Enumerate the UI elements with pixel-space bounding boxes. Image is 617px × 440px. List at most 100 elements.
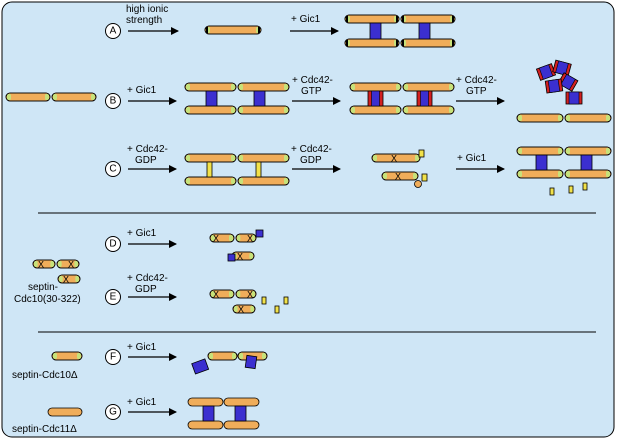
septin-rod-end	[566, 115, 570, 121]
septin-rod: X	[32, 260, 56, 270]
septin-rod-body	[349, 105, 402, 115]
septin-rod-end	[186, 84, 190, 90]
cdc42-gic1-complex	[535, 63, 557, 81]
septin-rod-outline	[209, 289, 235, 299]
septin-rod-end	[232, 353, 236, 359]
septin-rod-body	[237, 82, 290, 92]
cdc42-gic1-complex	[565, 91, 583, 105]
septin-rod	[564, 169, 612, 179]
septin-rod-end	[53, 353, 57, 359]
septin-rod-end	[186, 107, 190, 113]
septin-rod-body	[516, 146, 564, 156]
svg-text:G: G	[109, 407, 117, 418]
row-letter-g: G	[105, 404, 121, 420]
septin-rod-body	[564, 169, 612, 179]
septin-rod: X	[209, 289, 235, 300]
septin-rod-end	[186, 178, 190, 184]
septin-rod-outline	[209, 233, 235, 243]
septin-rod: X	[381, 172, 419, 182]
label-septin-cdc11-delta: septin-Cdc11Δ	[12, 424, 77, 435]
label-gic1-f: + Gic1	[127, 342, 157, 353]
septin-rod-end	[251, 235, 255, 241]
septin-rod-end	[449, 84, 453, 90]
x-mark: X	[213, 234, 219, 244]
gic1-block	[580, 154, 593, 171]
septin-rod-body	[204, 25, 262, 35]
septin-rod-end	[351, 84, 355, 90]
septin-rod-end	[231, 107, 235, 113]
septin-rod-body	[344, 38, 400, 48]
x-mark: X	[68, 260, 74, 270]
septin-rod-end	[237, 235, 241, 241]
septin-rod-end	[284, 84, 288, 90]
septin-rod-end	[239, 353, 243, 359]
septin-rod-outline	[232, 304, 256, 314]
row-letter-d: D	[105, 236, 121, 252]
septin-rod: X	[56, 259, 80, 270]
x-mark: X	[238, 305, 244, 315]
septin-rod	[184, 153, 237, 163]
label-gic1-a: + Gic1	[291, 14, 321, 25]
septin-rod-body	[51, 92, 97, 102]
septin-rod	[184, 176, 237, 186]
septin-rod-end	[558, 171, 562, 177]
septin-rod	[184, 105, 237, 115]
septin-rod-end	[606, 171, 610, 177]
septin-rod-end	[58, 261, 62, 267]
septin-rod-outline	[51, 92, 97, 102]
label-cdc42-gtp-b2: GTP	[301, 86, 322, 97]
row-letter-e: E	[105, 289, 121, 305]
x-mark: X	[63, 275, 69, 285]
septin-rod-end	[229, 235, 233, 241]
septin-rod: X	[232, 304, 256, 315]
septin-rod-end	[211, 291, 215, 297]
label-high-ionic-1: high ionic	[126, 4, 168, 15]
septin-rod-end	[231, 84, 235, 90]
septin-rod	[204, 25, 262, 35]
septin-rod	[51, 92, 97, 102]
septin-rod: X	[371, 154, 421, 164]
septin-rod-end	[250, 306, 254, 312]
septin-rod-outline	[56, 259, 80, 269]
septin-rod-outline	[564, 113, 612, 123]
cdc42-gdp-bridge	[255, 161, 262, 178]
septin-fragment	[414, 180, 422, 188]
label-gic1-g: + Gic1	[127, 397, 157, 408]
septin-rod	[237, 176, 290, 186]
septin-rod-end	[239, 107, 243, 113]
septin-rod-end	[518, 115, 522, 121]
septin-rod-end	[558, 148, 562, 154]
septin-rod-end	[249, 253, 253, 259]
septin-rod	[344, 14, 400, 24]
label-cdc42-gdp-c2: GDP	[135, 155, 157, 166]
label-gic1-b: + Gic1	[127, 85, 157, 96]
septin-rod-end	[34, 261, 38, 267]
svg-text:F: F	[110, 352, 116, 363]
septin-rod-end	[239, 84, 243, 90]
septin-rod: X	[235, 290, 257, 300]
gic1-block	[369, 22, 382, 40]
cdc42-gdp-fragment	[261, 296, 267, 305]
septin-rod	[184, 82, 237, 92]
septin-rod-body	[184, 82, 237, 92]
septin-rod-body	[5, 92, 51, 102]
septin-rod-end	[284, 107, 288, 113]
septin-rod-body	[184, 153, 237, 163]
septin-rod: X	[235, 234, 257, 244]
septin-rod-end	[566, 171, 570, 177]
septin-rod-end	[518, 148, 522, 154]
septin-rod	[237, 82, 290, 92]
septin-rod-body	[402, 82, 455, 92]
x-mark: X	[213, 290, 219, 300]
label-cdc42-gdp-c4: GDP	[300, 155, 322, 166]
septin-rod	[400, 14, 456, 24]
label-cdc42-gtp-b3: + Cdc42-	[456, 75, 497, 86]
septin-rod-body	[402, 105, 455, 115]
x-mark: X	[391, 154, 397, 164]
gic1-block	[227, 253, 236, 262]
septin-rod	[207, 351, 238, 361]
septin-rod-end	[239, 178, 243, 184]
septin-rod-end	[74, 261, 78, 267]
septin-rod-outline	[207, 351, 238, 361]
